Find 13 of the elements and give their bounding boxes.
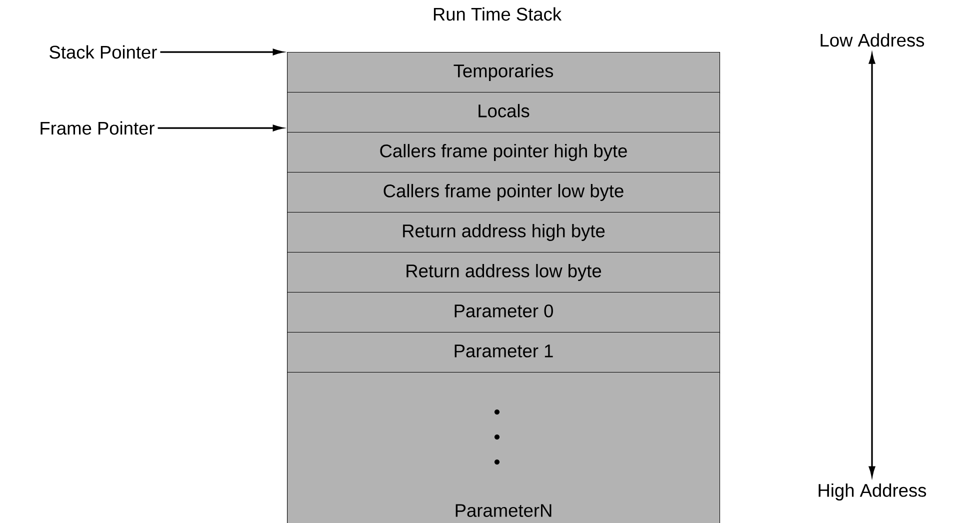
- stack-cell: Return address low byte: [287, 252, 720, 294]
- stack-cell: Callers frame pointer low byte: [287, 172, 720, 214]
- pointer-label: Frame Pointer: [40, 121, 154, 135]
- stack-cell: Return address high byte: [287, 212, 720, 254]
- stack-cell: Parameter 0: [287, 292, 720, 334]
- pointer-label: Stack Pointer: [50, 45, 157, 59]
- stack-cell: Temporaries: [287, 52, 720, 94]
- stack-cell: Callers frame pointer high byte: [287, 132, 720, 174]
- stack-cell: Locals: [287, 92, 720, 134]
- stack-cell: Parameter 1: [287, 332, 720, 374]
- address-label: High Address: [818, 484, 926, 501]
- title: Run Time Stack: [434, 7, 562, 21]
- address-label: Low Address: [820, 33, 924, 47]
